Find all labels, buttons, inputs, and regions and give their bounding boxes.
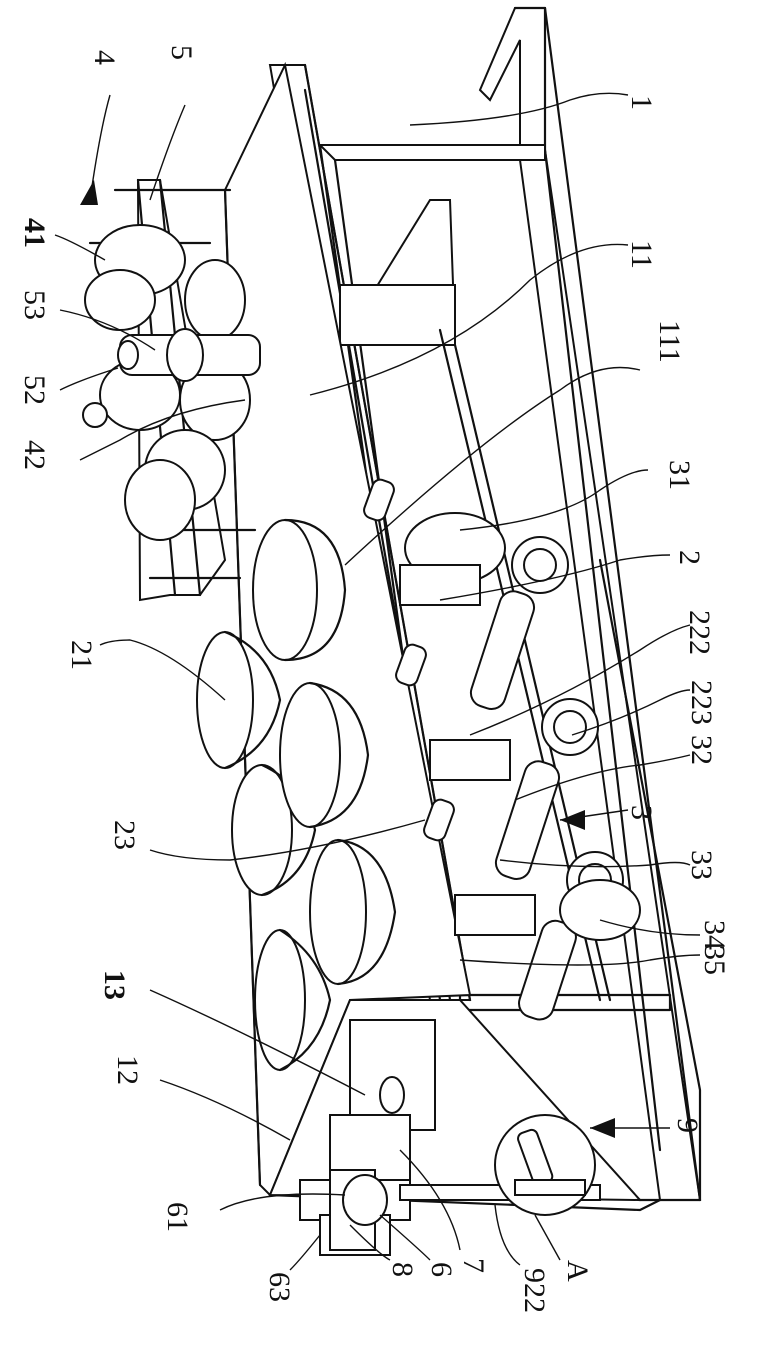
label-11: 11 (625, 240, 658, 269)
label-12: 12 (111, 1055, 144, 1085)
label-41: 41 (18, 218, 51, 248)
label-111: 111 (653, 320, 686, 363)
label-31: 31 (663, 460, 696, 490)
label-2: 2 (673, 550, 706, 565)
label-32: 32 (685, 735, 718, 765)
label-61: 61 (161, 1202, 194, 1232)
label-8: 8 (386, 1262, 419, 1277)
label-63: 63 (263, 1272, 296, 1302)
label-3: 3 (625, 805, 658, 820)
label-52: 52 (18, 375, 51, 405)
label-922: 922 (518, 1268, 551, 1313)
label-6: 6 (425, 1262, 458, 1277)
label-42: 42 (18, 440, 51, 470)
label-33: 33 (685, 850, 718, 880)
label-222: 222 (683, 610, 716, 655)
label-223: 223 (685, 680, 718, 725)
label-13: 13 (98, 970, 131, 1000)
label-35: 35 (698, 945, 731, 975)
label-4: 4 (88, 50, 121, 65)
label-21: 21 (65, 640, 98, 670)
label-23: 23 (108, 820, 141, 850)
label-A: A (561, 1260, 594, 1282)
label-9: 9 (671, 1118, 704, 1133)
label-5: 5 (165, 45, 198, 60)
label-1: 1 (625, 95, 658, 110)
label-7: 7 (457, 1258, 490, 1273)
label-53: 53 (18, 290, 51, 320)
